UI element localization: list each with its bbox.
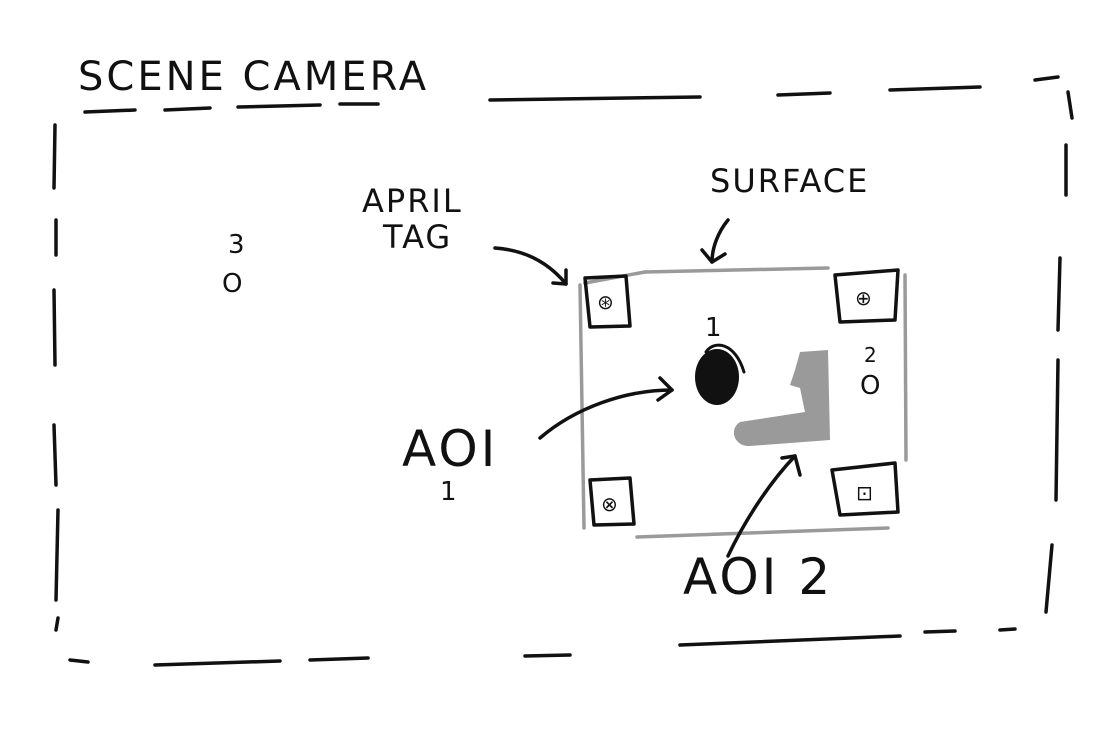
april-tag-bottom-left: ⊗ — [588, 476, 636, 527]
label-tag: TAG — [382, 218, 452, 256]
label-surface: SURFACE — [710, 162, 869, 200]
svg-text:O: O — [860, 371, 880, 401]
arrow-surface — [700, 218, 730, 264]
label-april: APRIL — [362, 182, 463, 220]
arrow-aoi-1 — [538, 376, 674, 440]
svg-text:O: O — [222, 269, 242, 299]
arrow-april-tag — [493, 246, 568, 286]
april-tag-bottom-right: ⊡ — [830, 461, 900, 517]
aoi-1-region — [695, 343, 746, 405]
point-2: 2 O — [860, 343, 880, 401]
point-3: 3 O — [222, 230, 245, 299]
april-tag-top-right: ⊕ — [833, 268, 900, 324]
point-1: 1 — [705, 313, 722, 343]
svg-text:3: 3 — [228, 230, 245, 260]
arrow-aoi-2 — [726, 454, 802, 558]
title-scene-camera: SCENE CAMERA — [78, 54, 429, 100]
svg-text:⊛: ⊛ — [597, 290, 614, 314]
svg-text:⊡: ⊡ — [856, 481, 873, 505]
label-aoi-2: AOI 2 — [683, 548, 833, 606]
svg-text:⊗: ⊗ — [601, 492, 618, 516]
camera-frame — [52, 75, 1074, 667]
label-aoi-1: AOI — [402, 420, 498, 478]
svg-text:2: 2 — [864, 343, 877, 367]
svg-text:1: 1 — [705, 313, 722, 343]
label-aoi-1-number: 1 — [440, 477, 457, 507]
aoi-2-region — [733, 350, 830, 447]
april-tag-top-left: ⊛ — [583, 274, 632, 329]
svg-text:⊕: ⊕ — [855, 286, 872, 310]
